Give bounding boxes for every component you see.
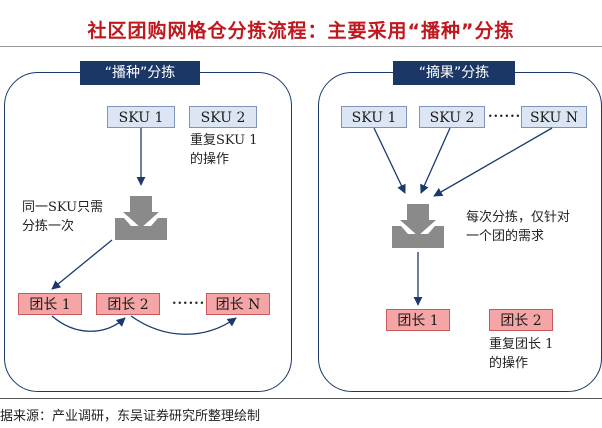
right-sort-note: 每次分拣，仅针对 一个团的需求 [466, 210, 571, 244]
footer-divider [0, 398, 602, 399]
left-group1-to-group2-arrow [51, 315, 126, 332]
page-title: 社区团购网格仓分拣流程：主要采用“播种”分拣 [87, 20, 515, 42]
right-group-2: 团长 2 [489, 309, 553, 331]
left-sort-note: 同一SKU只需 分拣一次 [22, 200, 104, 234]
right-sku2-arrow [420, 127, 451, 194]
left-group2-to-groupn-arrow [130, 315, 237, 335]
right-sku-ellipsis: ...... [488, 106, 522, 121]
title-divider [0, 46, 602, 47]
picking-panel-label: “摘果”分拣 [393, 61, 515, 85]
left-repeat-note: 重复SKU 1 的操作 [190, 133, 258, 167]
right-repeat-note: 重复团长 1 的操作 [489, 337, 554, 371]
seeding-panel-label: “播种”分拣 [80, 61, 200, 85]
right-skun-arrow [433, 127, 553, 197]
right-sku-2: SKU 2 [419, 106, 485, 128]
left-group-2: 团长 2 [96, 293, 160, 315]
left-group-ellipsis: ...... [172, 293, 206, 308]
source-footer: 据来源：产业调研，东吴证券研究所整理绘制 [0, 409, 261, 424]
right-sku-1: SKU 1 [341, 106, 407, 128]
left-sku-1: SKU 1 [107, 106, 175, 128]
left-group-1: 团长 1 [18, 293, 82, 315]
right-group-1: 团长 1 [386, 309, 450, 331]
left-sku-2: SKU 2 [189, 106, 257, 128]
left-station-to-group-arrow [51, 239, 113, 290]
inbox-download-icon [115, 196, 167, 240]
left-group-n: 团长 N [206, 293, 270, 315]
inbox-download-icon [392, 204, 444, 248]
right-sku-n: SKU N [521, 106, 587, 128]
right-sku1-arrow [373, 127, 406, 194]
